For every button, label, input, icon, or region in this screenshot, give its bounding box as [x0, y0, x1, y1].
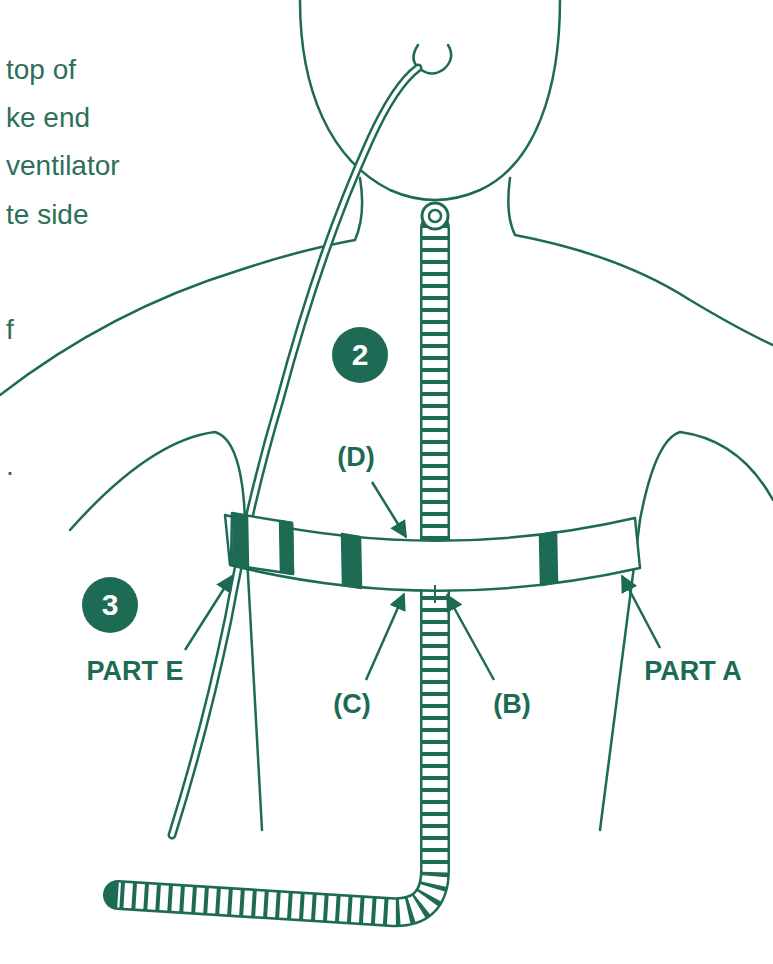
left-shoulder [0, 178, 362, 395]
oxygen-tubing [172, 68, 418, 835]
part-letter: (D) [337, 443, 374, 473]
right-arm [600, 432, 773, 830]
left-arm [70, 432, 262, 830]
callout-number-text: 2 [352, 340, 369, 370]
head-outline [300, 0, 560, 200]
note-fragment: te side [6, 200, 89, 231]
callout-number: 2 [332, 327, 388, 383]
chest-strap [225, 513, 640, 603]
part-name: PART E [86, 657, 183, 687]
note-fragment: ventilator [6, 151, 120, 182]
part-letter: (B) [493, 690, 530, 720]
note-fragment: ke end [6, 103, 90, 134]
note-fragment: . [6, 451, 14, 482]
part-letter: (C) [333, 690, 370, 720]
note-fragment: f [6, 315, 14, 346]
callout-number: 3 [82, 577, 138, 633]
callout-number-text: 3 [102, 590, 119, 620]
part-name: PART A [644, 657, 742, 687]
note-fragment: top of [6, 55, 76, 86]
right-shoulder [508, 178, 773, 345]
leader-arrows [185, 482, 660, 680]
